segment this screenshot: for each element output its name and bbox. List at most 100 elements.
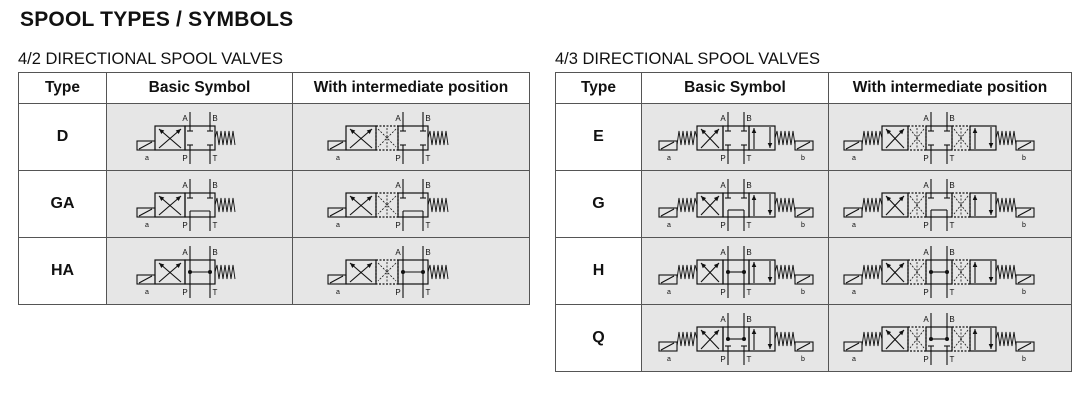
- port-P: P: [395, 221, 400, 230]
- port-b: b: [801, 289, 805, 296]
- port-a: a: [852, 289, 856, 296]
- port-b: b: [1022, 289, 1026, 296]
- port-A: A: [923, 315, 929, 324]
- port-B: B: [425, 248, 430, 257]
- port-T: T: [747, 288, 752, 297]
- port-B: B: [949, 181, 954, 190]
- page-title: SPOOL TYPES / SYMBOLS: [20, 8, 294, 31]
- port-B: B: [746, 248, 751, 257]
- port-T: T: [950, 288, 955, 297]
- port-a: a: [667, 222, 671, 229]
- port-A: A: [923, 114, 929, 123]
- port-P: P: [720, 355, 725, 364]
- port-T: T: [747, 154, 752, 163]
- port-b: b: [1022, 155, 1026, 162]
- table-4-3: Type Basic Symbol With intermediate posi…: [555, 72, 1072, 372]
- spool-type: E: [555, 103, 642, 171]
- spool-type: G: [555, 170, 642, 238]
- port-B: B: [949, 315, 954, 324]
- port-A: A: [395, 181, 401, 190]
- spool-type: D: [18, 103, 107, 171]
- port-T: T: [426, 288, 431, 297]
- port-P: P: [395, 288, 400, 297]
- header-type: Type: [18, 72, 107, 104]
- port-P: P: [182, 221, 187, 230]
- port-T: T: [212, 154, 217, 163]
- port-B: B: [425, 181, 430, 190]
- port-B: B: [746, 114, 751, 123]
- port-a: a: [145, 289, 149, 296]
- port-a: a: [336, 289, 340, 296]
- port-P: P: [720, 288, 725, 297]
- port-T: T: [212, 221, 217, 230]
- port-A: A: [182, 248, 188, 257]
- port-a: a: [336, 155, 340, 162]
- spool-type: HA: [18, 237, 107, 305]
- header-type: Type: [555, 72, 642, 104]
- port-P: P: [182, 154, 187, 163]
- port-T: T: [747, 355, 752, 364]
- port-a: a: [667, 356, 671, 363]
- port-B: B: [212, 248, 217, 257]
- port-A: A: [720, 181, 726, 190]
- intermediate-symbol: a A B P T: [327, 246, 449, 298]
- port-A: A: [923, 248, 929, 257]
- section-title-4-2: 4/2 DIRECTIONAL SPOOL VALVES: [18, 50, 284, 68]
- port-b: b: [801, 155, 805, 162]
- port-T: T: [212, 288, 217, 297]
- port-A: A: [395, 114, 401, 123]
- port-A: A: [395, 248, 401, 257]
- port-P: P: [923, 221, 928, 230]
- port-b: b: [801, 356, 805, 363]
- port-P: P: [923, 288, 928, 297]
- port-B: B: [949, 114, 954, 123]
- port-B: B: [746, 315, 751, 324]
- port-A: A: [182, 181, 188, 190]
- header-intermediate: With intermediate position: [292, 72, 530, 104]
- port-a: a: [852, 222, 856, 229]
- header-basic-symbol: Basic Symbol: [106, 72, 293, 104]
- port-b: b: [1022, 222, 1026, 229]
- port-a: a: [145, 155, 149, 162]
- spool-type: Q: [555, 304, 642, 372]
- port-B: B: [746, 181, 751, 190]
- port-a: a: [852, 356, 856, 363]
- port-B: B: [425, 114, 430, 123]
- port-A: A: [720, 248, 726, 257]
- port-A: A: [182, 114, 188, 123]
- spool-type: H: [555, 237, 642, 305]
- port-a: a: [852, 155, 856, 162]
- port-a: a: [336, 222, 340, 229]
- port-A: A: [923, 181, 929, 190]
- port-A: A: [720, 114, 726, 123]
- port-b: b: [1022, 356, 1026, 363]
- port-B: B: [212, 181, 217, 190]
- port-P: P: [720, 221, 725, 230]
